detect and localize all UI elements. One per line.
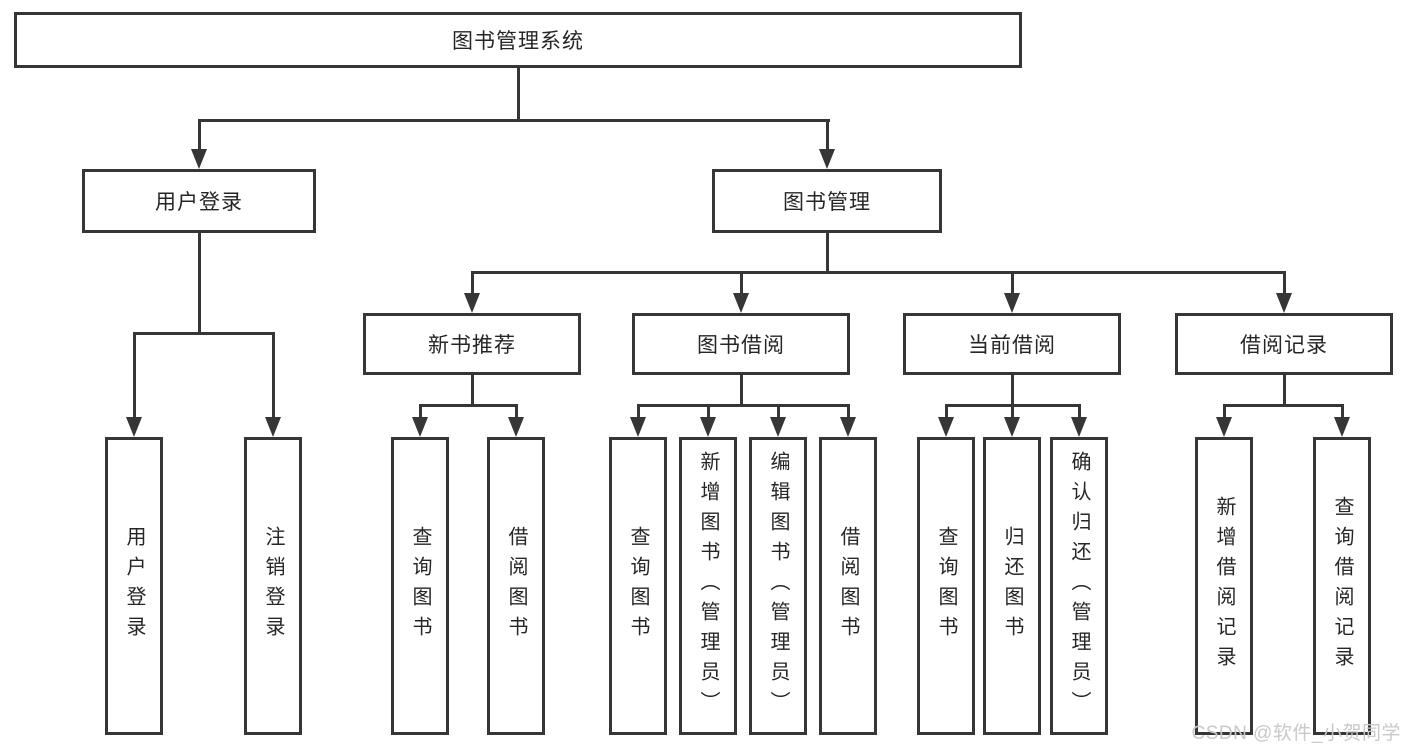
node-book-management: 图书管理 bbox=[712, 169, 942, 233]
connector-line bbox=[1223, 404, 1226, 418]
node-borrowing-records-label: 借阅记录 bbox=[1240, 334, 1328, 357]
arrow-down-icon bbox=[840, 417, 856, 437]
connector-line bbox=[272, 332, 275, 418]
arrow-down-icon bbox=[1004, 293, 1020, 313]
connector-line bbox=[826, 119, 829, 151]
connector-line bbox=[471, 375, 474, 407]
leaf-query-books-recommend-label: 查询图书 bbox=[409, 526, 431, 646]
connector-line bbox=[517, 68, 520, 120]
leaf-add-borrow-record: 新增借阅记录 bbox=[1195, 437, 1253, 735]
connector-line bbox=[133, 332, 274, 335]
connector-line bbox=[198, 233, 201, 334]
leaf-borrow-books-label: 借阅图书 bbox=[837, 526, 859, 646]
connector-line bbox=[419, 404, 422, 418]
leaf-confirm-return-admin-label: 确认归还（管理员） bbox=[1068, 451, 1090, 721]
arrow-down-icon bbox=[1276, 293, 1292, 313]
leaf-edit-book-admin-label: 编辑图书（管理员） bbox=[767, 451, 789, 721]
node-current-borrowing: 当前借阅 bbox=[903, 313, 1121, 375]
node-root: 图书管理系统 bbox=[14, 12, 1022, 68]
leaf-query-books-borrowing-label: 查询图书 bbox=[627, 526, 649, 646]
node-new-book-recommend: 新书推荐 bbox=[363, 313, 581, 375]
leaf-logout-label: 注销登录 bbox=[262, 526, 284, 646]
connector-line bbox=[637, 404, 640, 418]
connector-line bbox=[1283, 271, 1286, 295]
arrow-down-icon bbox=[1334, 417, 1350, 437]
connector-line bbox=[847, 404, 850, 418]
leaf-add-borrow-record-label: 新增借阅记录 bbox=[1213, 496, 1235, 676]
arrow-down-icon bbox=[700, 417, 716, 437]
connector-line bbox=[740, 375, 743, 407]
connector-line bbox=[1011, 404, 1014, 418]
arrow-down-icon bbox=[1071, 417, 1087, 437]
leaf-borrow-books-recommend: 借阅图书 bbox=[487, 437, 545, 735]
connector-line bbox=[198, 119, 201, 151]
connector-line bbox=[1011, 271, 1014, 295]
connector-line bbox=[1341, 404, 1344, 418]
connector-line bbox=[777, 404, 780, 418]
leaf-return-books-label: 归还图书 bbox=[1001, 526, 1023, 646]
arrow-down-icon bbox=[464, 293, 480, 313]
arrow-down-icon bbox=[265, 417, 281, 437]
node-root-label: 图书管理系统 bbox=[452, 30, 584, 53]
arrow-down-icon bbox=[1216, 417, 1232, 437]
arrow-down-icon bbox=[126, 417, 142, 437]
node-new-book-recommend-label: 新书推荐 bbox=[428, 334, 516, 357]
arrow-down-icon bbox=[819, 149, 835, 169]
connector-line bbox=[419, 404, 518, 407]
node-book-management-label: 图书管理 bbox=[783, 191, 871, 214]
connector-line bbox=[826, 233, 829, 274]
arrow-down-icon bbox=[938, 417, 954, 437]
leaf-query-books-current: 查询图书 bbox=[917, 437, 975, 735]
connector-line bbox=[637, 404, 850, 407]
arrow-down-icon bbox=[1004, 417, 1020, 437]
leaf-query-borrow-record: 查询借阅记录 bbox=[1313, 437, 1371, 735]
arrow-down-icon bbox=[770, 417, 786, 437]
leaf-add-book-admin-label: 新增图书（管理员） bbox=[697, 451, 719, 721]
connector-line bbox=[471, 271, 1285, 274]
leaf-query-borrow-record-label: 查询借阅记录 bbox=[1331, 496, 1353, 676]
connector-line bbox=[740, 271, 743, 295]
leaf-borrow-books-recommend-label: 借阅图书 bbox=[505, 526, 527, 646]
connector-line bbox=[1223, 404, 1344, 407]
node-borrowing-records: 借阅记录 bbox=[1175, 313, 1393, 375]
connector-line bbox=[515, 404, 518, 418]
leaf-user-login-label: 用户登录 bbox=[123, 526, 145, 646]
arrow-down-icon bbox=[733, 293, 749, 313]
leaf-edit-book-admin: 编辑图书（管理员） bbox=[749, 437, 807, 735]
connector-line bbox=[707, 404, 710, 418]
connector-line bbox=[1283, 375, 1286, 407]
node-user-login-label: 用户登录 bbox=[155, 191, 243, 214]
connector-line bbox=[133, 332, 136, 418]
leaf-logout: 注销登录 bbox=[244, 437, 302, 735]
connector-line bbox=[1011, 375, 1014, 407]
arrow-down-icon bbox=[191, 149, 207, 169]
arrow-down-icon bbox=[630, 417, 646, 437]
csdn-watermark: CSDN @软件_小贺同学 bbox=[1191, 723, 1401, 744]
connector-line bbox=[198, 119, 830, 122]
node-user-login: 用户登录 bbox=[82, 169, 316, 233]
arrow-down-icon bbox=[412, 417, 428, 437]
leaf-query-books-borrowing: 查询图书 bbox=[609, 437, 667, 735]
leaf-user-login: 用户登录 bbox=[105, 437, 163, 735]
connector-line bbox=[945, 404, 948, 418]
connector-line bbox=[471, 271, 474, 295]
node-book-borrowing: 图书借阅 bbox=[632, 313, 850, 375]
node-current-borrowing-label: 当前借阅 bbox=[968, 334, 1056, 357]
node-book-borrowing-label: 图书借阅 bbox=[697, 334, 785, 357]
connector-line bbox=[1078, 404, 1081, 418]
leaf-return-books: 归还图书 bbox=[983, 437, 1041, 735]
leaf-query-books-recommend: 查询图书 bbox=[391, 437, 449, 735]
leaf-confirm-return-admin: 确认归还（管理员） bbox=[1050, 437, 1108, 735]
leaf-query-books-current-label: 查询图书 bbox=[935, 526, 957, 646]
leaf-add-book-admin: 新增图书（管理员） bbox=[679, 437, 737, 735]
leaf-borrow-books: 借阅图书 bbox=[819, 437, 877, 735]
arrow-down-icon bbox=[508, 417, 524, 437]
